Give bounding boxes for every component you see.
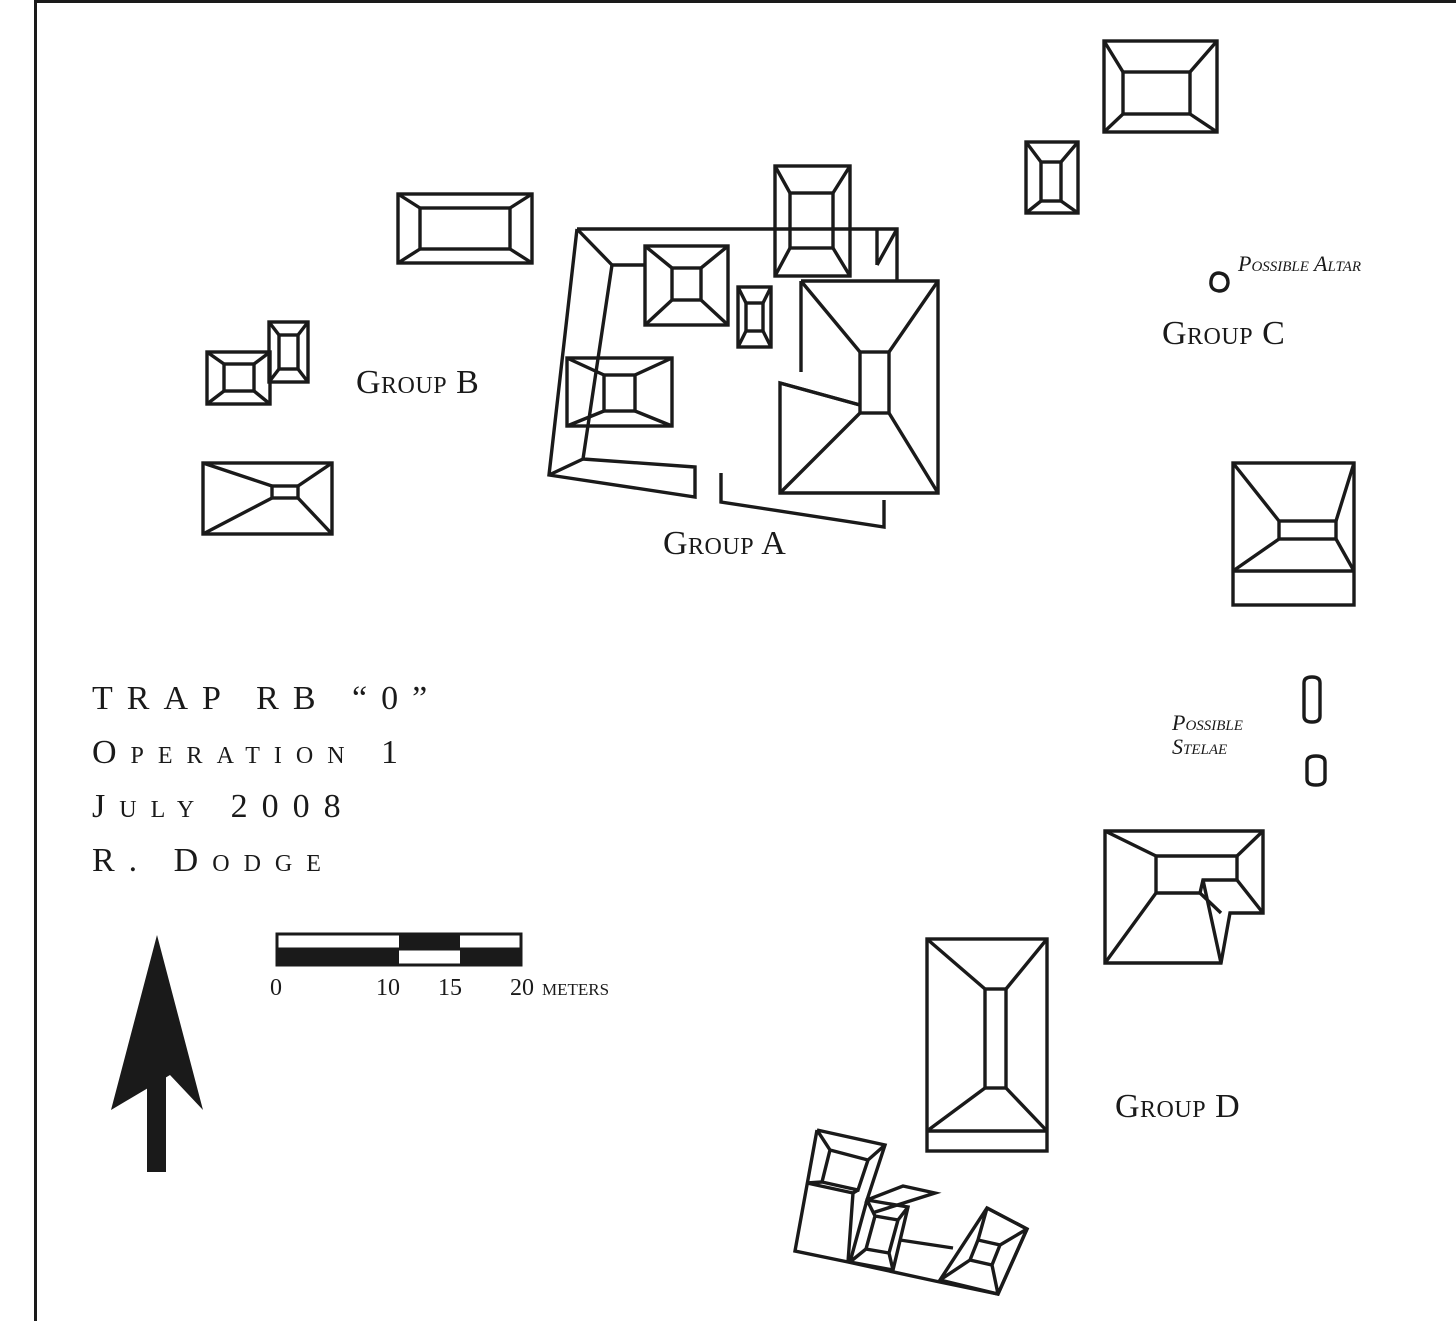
structure-d1 (1103, 829, 1265, 965)
structure-b1 (396, 192, 534, 265)
structure-a5 (778, 279, 940, 495)
scale-segment-15-20-lower (460, 949, 521, 965)
scale-tick-10: 10 (376, 975, 400, 1001)
courtyard-platform (547, 227, 899, 529)
structure-a2 (773, 164, 852, 278)
scale-tick-0: 0 (270, 975, 282, 1001)
structure-b4 (201, 461, 334, 536)
possible-stela-1 (1302, 675, 1322, 724)
group-b-label: Group B (356, 364, 480, 401)
scale-segment-10-15-upper (399, 934, 460, 949)
group-c-label: Group C (1162, 315, 1286, 352)
possible-stelae-label-line2: Stelae (1172, 734, 1228, 759)
structure-a3 (736, 285, 773, 349)
map-frame (34, 0, 1456, 1321)
structure-c3 (1231, 461, 1356, 607)
group-b-structures (201, 192, 534, 536)
structure-a4 (565, 356, 674, 428)
structure-b2 (205, 350, 272, 406)
group-c-structures (1024, 39, 1356, 787)
scale-bar (275, 932, 523, 967)
title-author: R. Dodge (92, 842, 335, 879)
scale-tick-15: 15 (438, 975, 462, 1001)
possible-altar-marker (1209, 271, 1230, 293)
structure-b3 (267, 320, 310, 384)
scale-segment-0-10-lower (277, 949, 399, 965)
title-operation: Operation 1 (92, 734, 413, 771)
title-site: TRAP RB “0” (92, 680, 442, 717)
structure-c1 (1102, 39, 1219, 134)
structure-a1 (643, 244, 730, 327)
group-a-structures (547, 164, 940, 529)
title-block: TRAP RB “0” Operation 1 July 2008 R. Dod… (92, 672, 441, 888)
title-date: July 2008 (92, 788, 355, 825)
structure-c2 (1024, 140, 1080, 215)
scale-unit: meters (542, 975, 610, 1001)
group-d-structures (793, 829, 1265, 1296)
structure-d-complex (793, 1128, 1030, 1296)
possible-altar-label: Possible Altar (1238, 251, 1362, 276)
possible-stela-2 (1305, 754, 1327, 787)
group-a-label: Group A (663, 525, 787, 562)
possible-stelae-label-line1: Possible (1172, 710, 1243, 735)
scale-tick-20: 20 (510, 975, 534, 1001)
north-arrow-icon (111, 935, 203, 1172)
structure-d2 (925, 937, 1049, 1153)
group-d-label: Group D (1115, 1088, 1241, 1125)
